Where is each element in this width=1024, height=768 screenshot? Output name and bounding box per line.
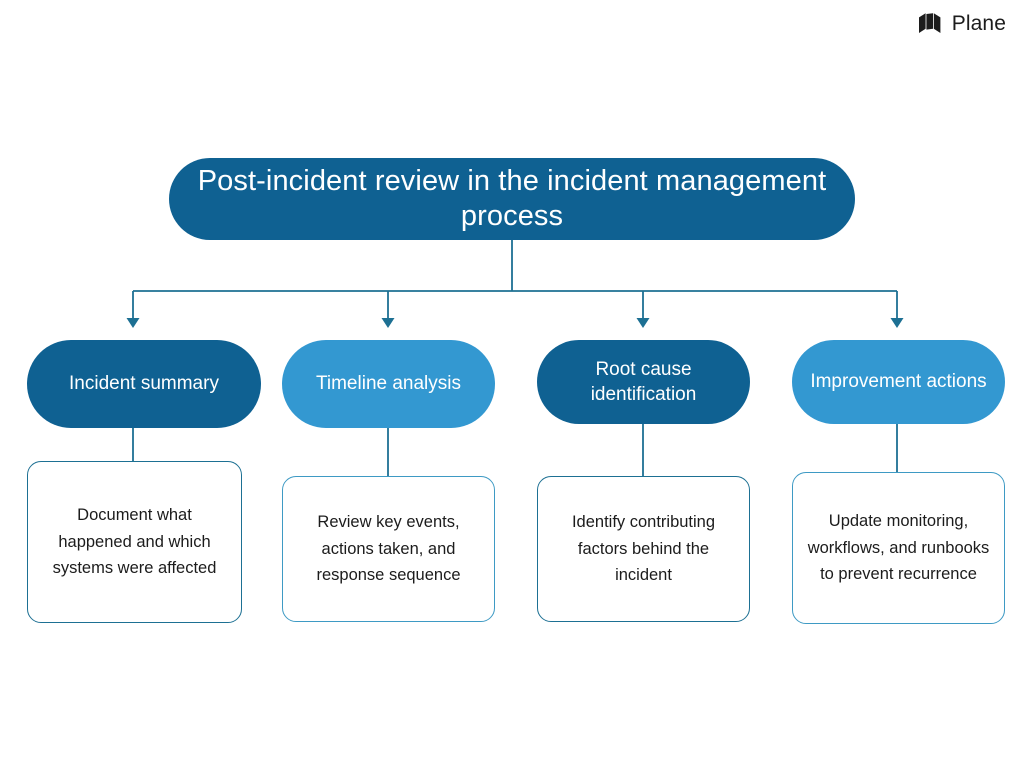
stage-node-timeline-analysis[interactable]: Timeline analysis — [282, 340, 495, 428]
arrowhead-3 — [636, 318, 650, 328]
stage-label: Timeline analysis — [315, 373, 461, 395]
stage-node-root-cause-identification[interactable]: Root cause identification — [537, 340, 750, 424]
diagram-title-node: Post-incident review in the incident man… — [169, 158, 855, 240]
page-title: Post-incident review in the incident man… — [197, 164, 827, 232]
description-box-timeline-analysis: Review key events, actions taken, and re… — [282, 476, 495, 622]
description-text: Review key events, actions taken, and re… — [316, 512, 461, 585]
plane-logo-icon — [918, 13, 941, 33]
stage-label: Root cause identification — [590, 358, 697, 405]
description-box-incident-summary: Document what happened and which systems… — [27, 461, 242, 623]
stage-node-improvement-actions[interactable]: Improvement actions — [792, 340, 1005, 424]
stage-label: Incident summary — [69, 373, 219, 395]
stage-node-incident-summary[interactable]: Incident summary — [27, 340, 261, 428]
arrowhead-1 — [126, 318, 140, 328]
arrowhead-2 — [381, 318, 395, 328]
description-text: Update monitoring, workflows, and runboo… — [807, 511, 990, 584]
connector-arrowheads — [126, 318, 904, 328]
description-text: Identify contributing factors behind the… — [571, 512, 716, 585]
brand-name: Plane — [951, 11, 1006, 35]
brand-logo: Plane — [918, 12, 1006, 34]
description-box-root-cause-identification: Identify contributing factors behind the… — [537, 476, 750, 622]
description-box-improvement-actions: Update monitoring, workflows, and runboo… — [792, 472, 1005, 624]
description-text: Document what happened and which systems… — [52, 505, 217, 578]
arrowhead-4 — [890, 318, 904, 328]
stage-label: Improvement actions — [810, 371, 987, 393]
